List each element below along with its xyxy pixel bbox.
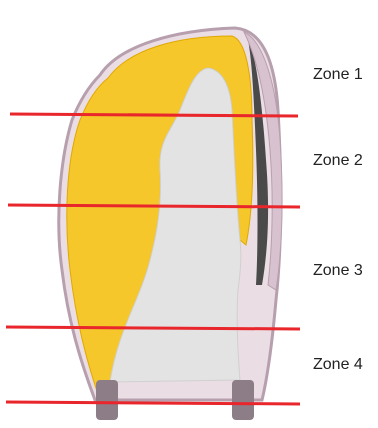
zone-4-label: Zone 4 [313, 356, 363, 374]
zone-divider-4 [6, 402, 300, 404]
zone-3-label: Zone 3 [313, 262, 363, 280]
zone-2-label: Zone 2 [313, 152, 363, 170]
right-stump [232, 380, 254, 420]
zone-divider-1 [10, 114, 298, 116]
zone-1-label: Zone 1 [313, 66, 363, 84]
left-stump [96, 380, 118, 420]
zone-divider-3 [6, 327, 300, 329]
zone-divider-2 [8, 205, 300, 207]
